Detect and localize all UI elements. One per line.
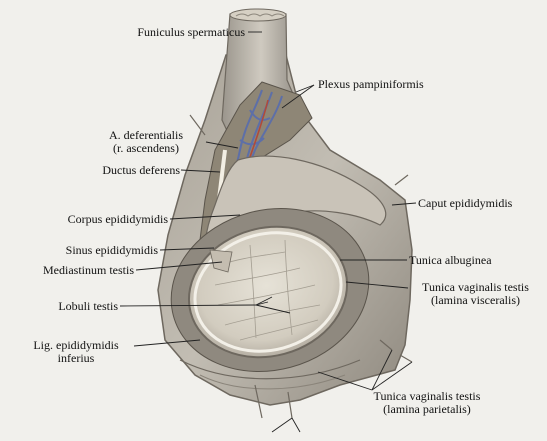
tunica-albuginea-rim — [193, 231, 343, 353]
label-tunica-albuginea: Tunica albuginea — [409, 253, 492, 267]
label-funiculus-spermaticus: Funiculus spermaticus — [137, 25, 245, 39]
label-corpus-epididymidis: Corpus epididymidis — [67, 212, 168, 226]
label-ductus-deferens: Ductus deferens — [102, 163, 180, 177]
label-tvv-line2: (lamina visceralis) — [431, 293, 520, 307]
dissection-pins — [189, 114, 413, 419]
label-tvp-line2: (lamina parietalis) — [383, 402, 471, 416]
lower-sac-fold — [179, 359, 361, 380]
label-lig-line2: inferius — [57, 351, 95, 365]
leader-lines — [119, 31, 417, 433]
label-lobuli-testis: Lobuli testis — [58, 299, 118, 313]
label-lig-epididymidis-inferius: Lig. epididymidis inferius — [20, 339, 132, 365]
label-lig-line1: Lig. epididymidis — [33, 338, 119, 352]
label-sinus-epididymidis: Sinus epididymidis — [65, 243, 158, 257]
label-tvp-line1: Tunica vaginalis testis — [373, 389, 481, 403]
label-plexus-pampiniformis: Plexus pampiniformis — [318, 77, 424, 91]
testis-septa — [214, 239, 321, 341]
label-a-deferentialis-line1: A. deferentialis — [109, 128, 183, 142]
label-caput-epididymidis: Caput epididymidis — [418, 196, 513, 210]
label-a-deferentialis-line2: (r. ascendens) — [113, 141, 179, 155]
label-tunica-vaginalis-visceralis: Tunica vaginalis testis (lamina visceral… — [408, 281, 543, 307]
label-tvv-line1: Tunica vaginalis testis — [422, 280, 529, 294]
mediastinum-testis — [209, 249, 233, 273]
label-a-deferentialis: A. deferentialis (r. ascendens) — [88, 129, 204, 155]
label-mediastinum-testis: Mediastinum testis — [43, 263, 134, 277]
label-tunica-vaginalis-parietalis: Tunica vaginalis testis (lamina parietal… — [362, 390, 492, 416]
